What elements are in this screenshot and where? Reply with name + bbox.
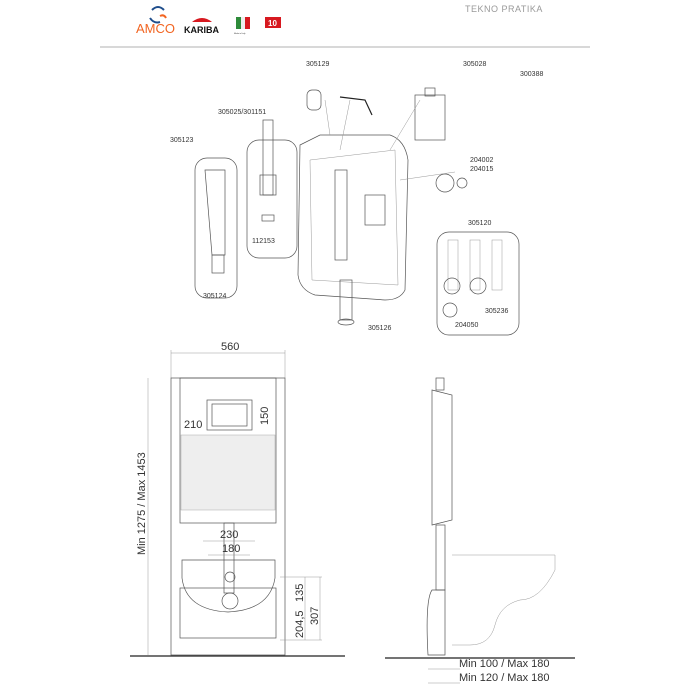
part-label: 305025/301151 xyxy=(218,109,266,116)
dimension-307: 307 xyxy=(309,607,321,625)
front-elevation: 560 Min 1275 / Max 1453 210 150 230 180 … xyxy=(130,341,345,657)
svg-text:10: 10 xyxy=(268,19,277,28)
dimension-204-5: 204,5 xyxy=(294,610,306,638)
kariba-logo: KARIBA xyxy=(184,18,219,35)
part-label: 204015 xyxy=(470,166,493,173)
plate-height-dimension: 150 xyxy=(259,407,271,425)
svg-text:KARIBA: KARIBA xyxy=(184,25,219,35)
depth-dimension-2: Min 120 / Max 180 xyxy=(459,672,550,684)
made-in-italy-badge: Made in Italy xyxy=(234,17,250,35)
amco-logo: AMCO xyxy=(136,6,175,36)
part-label: 305236 xyxy=(485,308,508,315)
depth-dimension-1: Min 100 / Max 180 xyxy=(459,658,550,670)
warranty-badge: 10 xyxy=(265,17,281,28)
part-label: 112153 xyxy=(252,238,275,245)
part-label: 305126 xyxy=(368,325,391,332)
part-label: 305123 xyxy=(170,137,193,144)
svg-text:AMCO: AMCO xyxy=(136,21,175,36)
part-label: 305129 xyxy=(306,61,329,68)
part-label: 305124 xyxy=(203,293,226,300)
part-label: 305028 xyxy=(463,61,486,68)
part-label: 204002 xyxy=(470,157,493,164)
dimension-135: 135 xyxy=(294,584,306,602)
svg-text:Made in Italy: Made in Italy xyxy=(234,32,245,35)
product-title: TEKNO PRATIKA xyxy=(465,4,543,14)
plate-width-dimension: 210 xyxy=(184,419,202,431)
part-label: 305120 xyxy=(468,220,491,227)
dimension-180: 180 xyxy=(222,543,240,555)
exploded-view: 305129 305028 300388 305025/301151 30512… xyxy=(170,61,543,336)
width-dimension: 560 xyxy=(221,341,239,353)
dimension-230: 230 xyxy=(220,529,238,541)
part-label: 300388 xyxy=(520,71,543,78)
side-elevation: Min 100 / Max 180 Min 120 / Max 180 xyxy=(385,377,575,684)
height-dimension: Min 1275 / Max 1453 xyxy=(136,452,148,555)
part-label: 204050 xyxy=(455,322,478,329)
